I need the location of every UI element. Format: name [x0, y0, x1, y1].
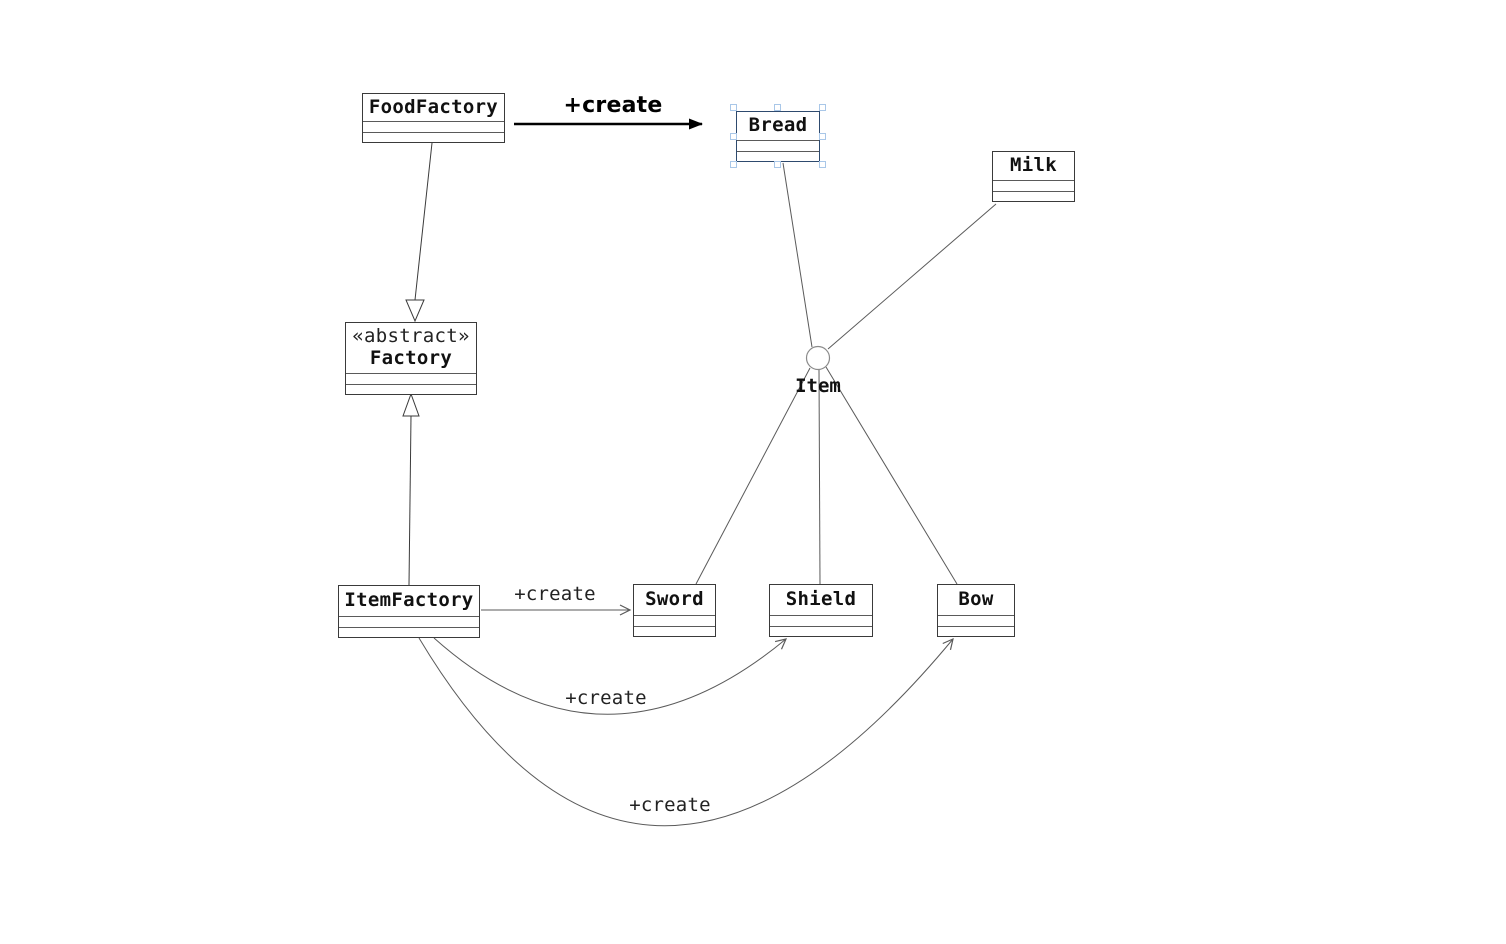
class-bow-title: Bow [958, 588, 994, 611]
edge-label-bow-create: +create [629, 794, 711, 816]
edge-sword-item[interactable] [695, 367, 811, 585]
selection-handle[interactable] [774, 104, 781, 111]
class-milk-operations [993, 191, 1074, 201]
class-milk-title: Milk [1010, 154, 1057, 177]
class-sword-title: Sword [645, 588, 704, 611]
edge-itemfactory-bow[interactable] [418, 637, 954, 827]
edge-bread-item[interactable] [782, 162, 813, 348]
class-shield-title: Shield [785, 588, 857, 611]
class-shield-attributes [770, 615, 872, 626]
class-bread-operations [737, 151, 819, 161]
selection-handle[interactable] [819, 104, 826, 111]
item-interface-label: Item [795, 375, 841, 397]
class-foodfactory-title: FoodFactory [368, 95, 499, 118]
class-factory-stereotype: «abstract» [352, 325, 470, 348]
class-bow-operations [938, 626, 1014, 636]
edge-itemfactory-factory[interactable] [408, 415, 412, 586]
class-shield-operations [770, 626, 872, 636]
class-bread[interactable]: Bread [730, 104, 826, 168]
edge-shield-item[interactable] [818, 369, 821, 585]
class-bread-title: Bread [748, 114, 808, 137]
class-sword[interactable]: Sword [633, 584, 716, 637]
class-sword-operations [634, 626, 715, 636]
class-bow[interactable]: Bow [937, 584, 1015, 637]
class-itemfactory[interactable]: ItemFactory [338, 585, 480, 638]
edge-label-foodfactory-create: +create [563, 93, 663, 118]
class-shield[interactable]: Shield [769, 584, 873, 637]
class-milk-attributes [993, 180, 1074, 191]
class-bow-attributes [938, 615, 1014, 626]
edge-label-sword-create: +create [514, 583, 596, 605]
class-factory-attributes [346, 373, 476, 384]
class-factory-name: Factory [369, 347, 453, 369]
class-bread-attributes [737, 140, 819, 151]
class-foodfactory[interactable]: FoodFactory [362, 93, 505, 143]
class-milk[interactable]: Milk [992, 151, 1075, 202]
class-factory-title: «abstract» Factory [346, 323, 476, 373]
class-foodfactory-operations [363, 132, 504, 142]
class-itemfactory-operations [339, 627, 479, 637]
edge-foodfactory-factory[interactable] [414, 142, 433, 301]
selection-handle[interactable] [730, 132, 737, 140]
selection-handle[interactable] [819, 161, 826, 168]
generalization-triangle-top [405, 299, 425, 323]
edge-milk-item[interactable] [827, 203, 997, 350]
class-factory-operations [346, 384, 476, 394]
class-itemfactory-title: ItemFactory [344, 589, 474, 612]
edge-label-shield-create: +create [565, 687, 647, 709]
generalization-triangle-bottom [402, 392, 420, 417]
selection-handle[interactable] [730, 104, 737, 111]
edge-bow-item[interactable] [825, 366, 958, 585]
class-sword-attributes [634, 615, 715, 626]
class-factory[interactable]: «abstract» Factory [345, 322, 477, 395]
selection-handle[interactable] [774, 161, 781, 168]
class-itemfactory-attributes [339, 616, 479, 627]
item-interface-circle[interactable] [805, 345, 831, 371]
edge-itemfactory-shield[interactable] [433, 637, 788, 715]
selection-handle[interactable] [819, 132, 826, 140]
class-foodfactory-attributes [363, 121, 504, 132]
selection-handle[interactable] [730, 161, 737, 168]
